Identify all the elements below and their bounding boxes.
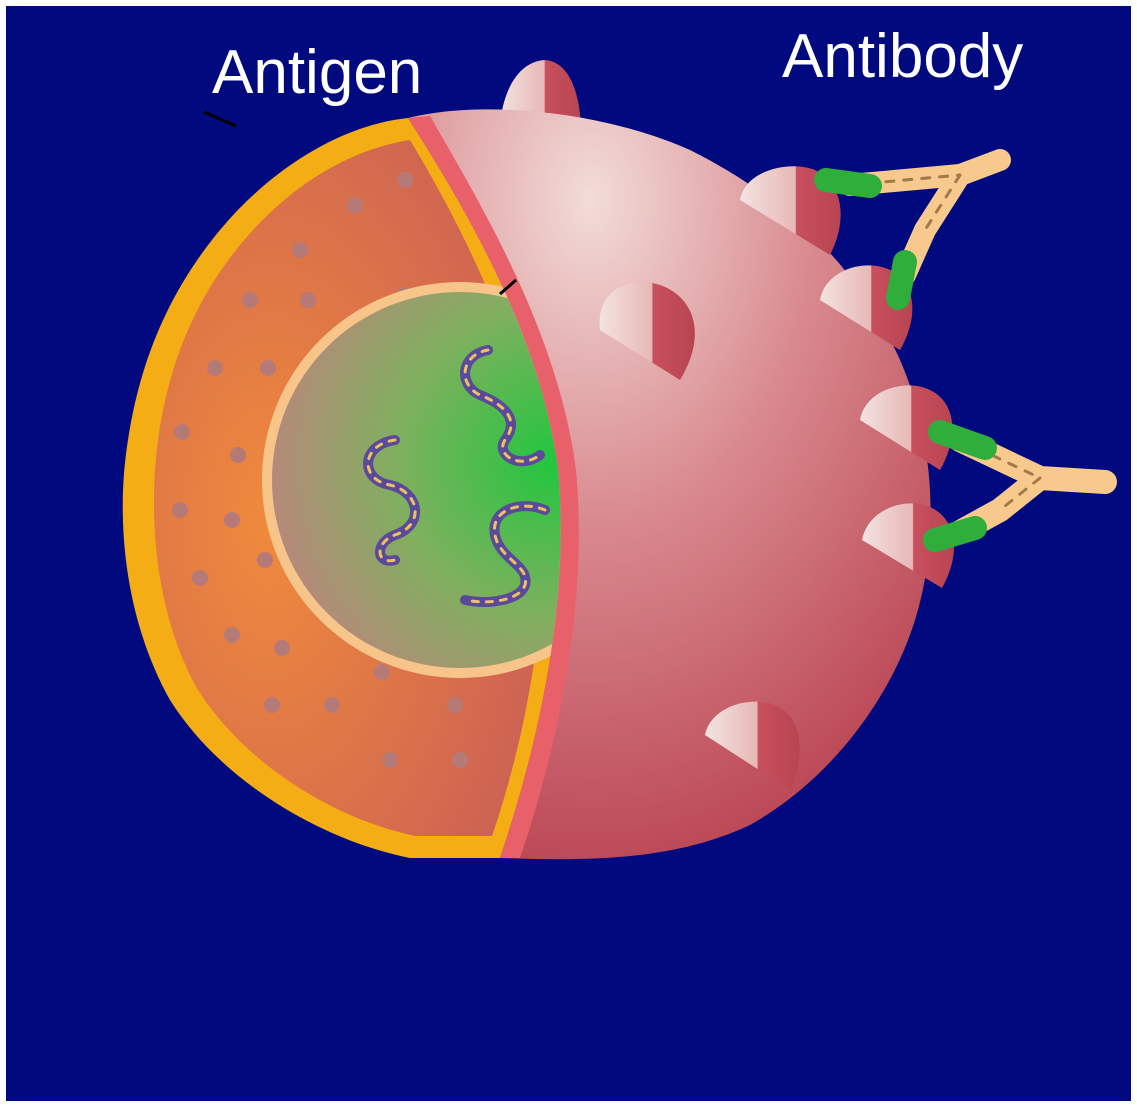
antigen-label: Antigen: [212, 42, 422, 104]
antibody-label: Antibody: [782, 26, 1023, 88]
